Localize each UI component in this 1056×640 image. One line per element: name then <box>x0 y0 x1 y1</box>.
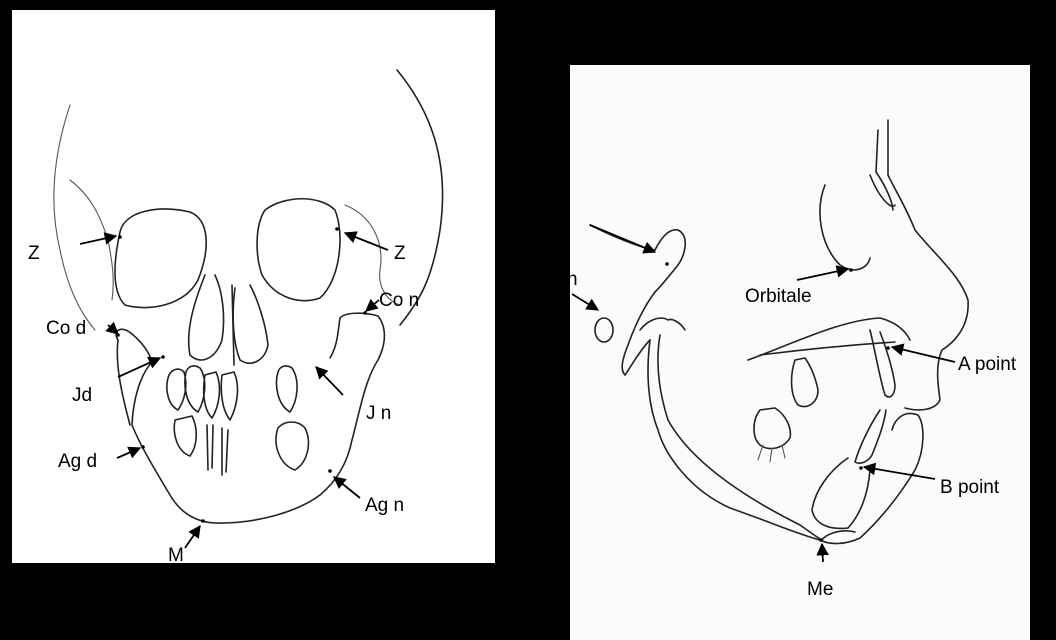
arrow-layer <box>0 0 1056 640</box>
